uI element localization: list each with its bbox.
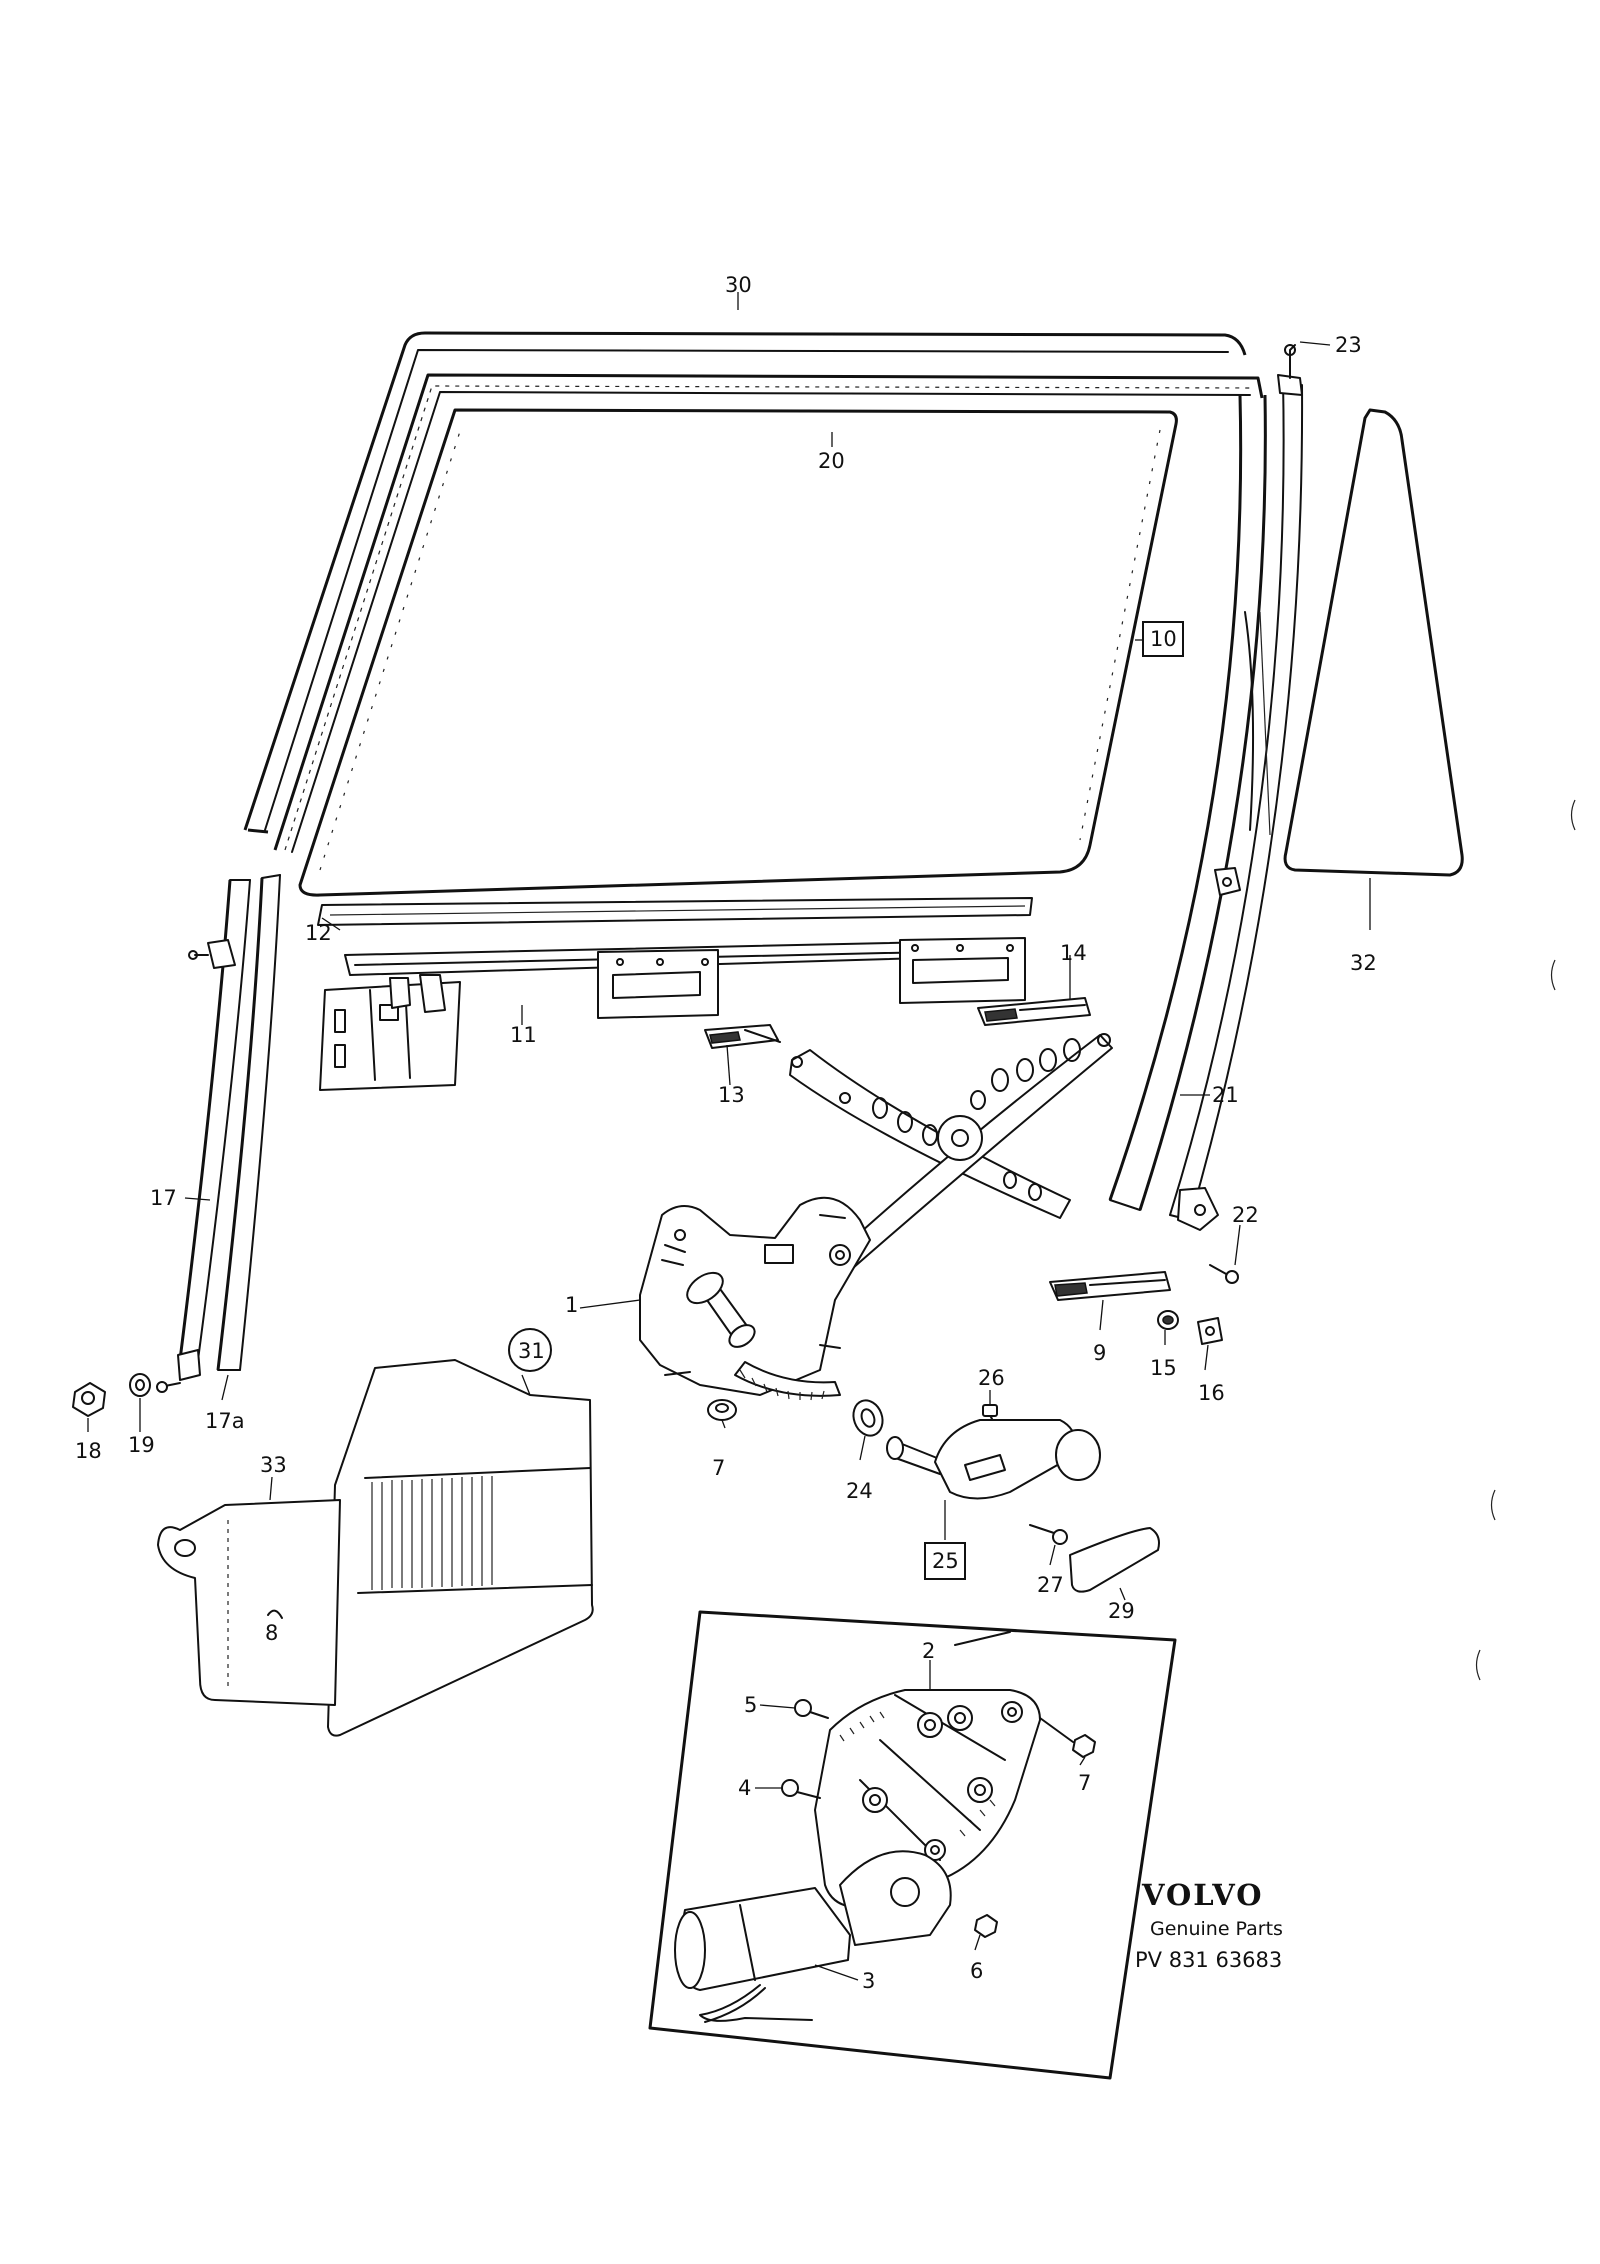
callout-23: 23 [1335, 333, 1362, 357]
window-crank-handle-25 [886, 1419, 1101, 1500]
slider-9 [1049, 1271, 1171, 1301]
callout-12: 12 [305, 921, 332, 945]
electric-window-inset [648, 1610, 1177, 2080]
nut-7 [707, 1399, 737, 1421]
callout-29: 29 [1108, 1599, 1135, 1623]
glass-lift-channel-12 [317, 897, 1033, 926]
callout-17: 17 [150, 1186, 177, 1210]
scan-margin-marks [1475, 799, 1576, 1681]
callout-2: 2 [922, 1639, 935, 1663]
callout-31: 31 [518, 1339, 545, 1363]
callout-24: 24 [846, 1479, 873, 1503]
door-frame-seal-30 [243, 331, 1247, 834]
washer-19 [129, 1373, 151, 1397]
spring-washer-24 [852, 1399, 884, 1437]
door-armrest-panel-31 [327, 1359, 594, 1737]
callout-33: 33 [260, 1453, 287, 1477]
screw-27 [1029, 1524, 1068, 1545]
brand-tagline: Genuine Parts [1150, 1918, 1283, 1940]
branding-block: VOLVO Genuine Parts PV 831 63683 [1135, 1878, 1283, 1972]
callout-11: 11 [510, 1023, 537, 1047]
callout-10: 10 [1150, 627, 1177, 651]
front-guide-rail-17 [177, 874, 281, 1381]
glass-run-channel-20 [273, 373, 1264, 853]
callout-20: 20 [818, 449, 845, 473]
callout-3: 3 [862, 1969, 875, 1993]
callout-13: 13 [718, 1083, 745, 1107]
rear-guide-rail-21 [1108, 344, 1304, 1231]
nut-7-inset [1039, 1717, 1096, 1758]
callout-4: 4 [738, 1776, 751, 1800]
callout-7-inset: 7 [1078, 1771, 1091, 1795]
door-glass [298, 408, 1178, 897]
callout-14: 14 [1060, 941, 1087, 965]
door-panel-insert-33: 8 [157, 1499, 341, 1706]
callout-9: 9 [1093, 1341, 1106, 1365]
leader-lines [87, 292, 1371, 1981]
brand-logo-text: VOLVO [1141, 1878, 1263, 1912]
screw-4 [781, 1779, 821, 1799]
callout-22: 22 [1232, 1203, 1259, 1227]
slider-14 [977, 997, 1091, 1026]
callout-19: 19 [128, 1433, 155, 1457]
clip-16 [1197, 1317, 1223, 1345]
callout-27: 27 [1037, 1573, 1064, 1597]
callout-32: 32 [1350, 951, 1377, 975]
boxed-callout-25-icon: 25 [924, 1542, 966, 1580]
boxed-callout-10-icon: 10 [1142, 621, 1184, 657]
callout-30: 30 [725, 273, 752, 297]
cover-cap-29 [1069, 1527, 1160, 1593]
slider-13 [704, 1024, 781, 1049]
quarter-glass-32 [1214, 408, 1464, 896]
callout-17a: 17a [205, 1409, 245, 1433]
washer-15 [1157, 1310, 1179, 1330]
screw-5 [794, 1699, 829, 1719]
svg-text:8: 8 [265, 1621, 278, 1645]
screw-22 [1209, 1264, 1239, 1284]
callout-26: 26 [978, 1366, 1005, 1390]
part-number: PV 831 63683 [1135, 1948, 1282, 1972]
callout-labels: 30 20 23 10 32 12 11 14 13 21 17 22 1 9 … [75, 273, 1377, 1993]
nut-6 [974, 1914, 998, 1938]
callout-5: 5 [744, 1693, 757, 1717]
screw-17b [156, 1381, 181, 1393]
callout-6: 6 [970, 1959, 983, 1983]
glass-holder-rail-11 [319, 937, 1026, 1091]
window-regulator-1 [639, 1033, 1113, 1401]
callout-15: 15 [1150, 1356, 1177, 1380]
callout-1: 1 [565, 1293, 578, 1317]
callout-21: 21 [1212, 1083, 1239, 1107]
callout-16: 16 [1198, 1381, 1225, 1405]
callout-18: 18 [75, 1439, 102, 1463]
circled-callout-31-icon: 31 [508, 1328, 552, 1372]
nut-18 [72, 1382, 106, 1417]
callout-7: 7 [712, 1456, 725, 1480]
callout-25: 25 [932, 1549, 959, 1573]
